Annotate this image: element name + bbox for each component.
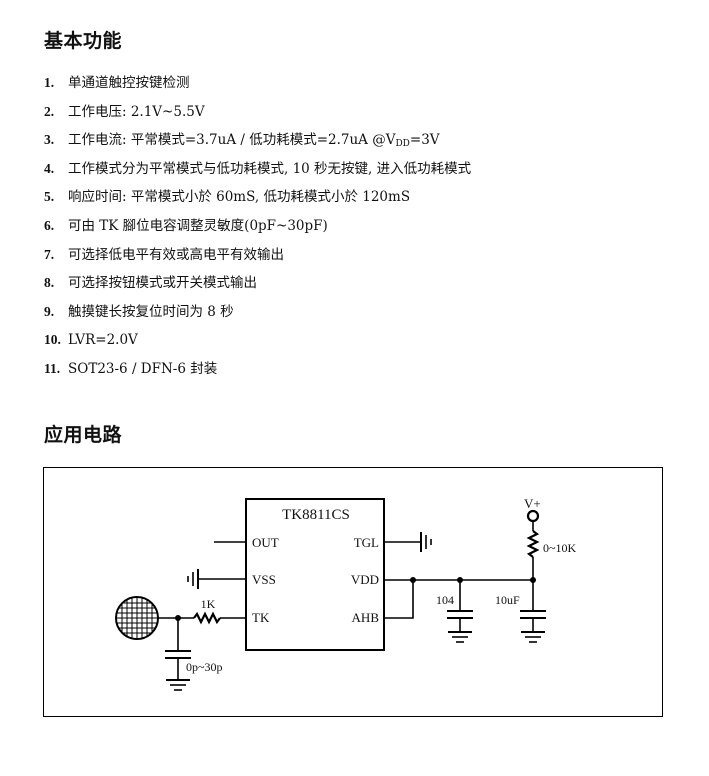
item-number: 5. — [44, 189, 55, 205]
item-text: 工作电压: 2.1V~5.5V — [68, 103, 205, 120]
circuit-diagram-frame — [43, 467, 663, 717]
list-item: 10. LVR=2.0V — [44, 329, 471, 358]
ground-icon — [187, 569, 199, 589]
pin-vss-label: VSS — [252, 572, 276, 587]
ground-icon — [448, 631, 472, 643]
touch-pad-icon — [115, 596, 159, 640]
item-text: 触摸键长按复位时间为 8 秒 — [68, 303, 234, 320]
ground-icon — [521, 631, 545, 643]
capacitor-icon — [165, 650, 191, 659]
ahb-wire — [384, 580, 414, 619]
resistor-icon — [526, 530, 540, 558]
item-number: 1. — [44, 75, 55, 90]
pin-tk-label: TK — [252, 610, 270, 625]
item-text: 可选择低电平有效或高电平有效输出 — [68, 246, 284, 263]
resistor-1k-label: 1K — [201, 597, 216, 611]
item-number: 2. — [44, 103, 55, 119]
cap-104-label: 104 — [436, 593, 454, 607]
item-number: 7. — [44, 246, 55, 262]
list-item: 2. 工作电压: 2.1V~5.5V — [44, 101, 471, 130]
vdd-subscript: DD — [395, 139, 410, 150]
cap-10uf-label: 10uF — [495, 593, 520, 607]
list-item: 9. 触摸键长按复位时间为 8 秒 — [44, 301, 471, 330]
list-item: 3. 工作电流: 平常模式=3.7uA / 低功耗模式=2.7uA @VDD=3V — [44, 129, 471, 158]
item-text: LVR=2.0V — [68, 332, 138, 349]
vplus-terminal-icon — [526, 509, 540, 523]
list-item: 6. 可由 TK 腳位电容调整灵敏度(0pF~30pF) — [44, 215, 471, 244]
section-title-basic-functions: 基本功能 — [44, 30, 123, 52]
cap-tk-label: 0p~30p — [186, 660, 223, 674]
junction-dots — [175, 577, 536, 621]
vplus-label: V+ — [524, 496, 541, 511]
list-item: 11. SOT23-6 / DFN-6 封装 — [44, 358, 471, 387]
list-item: 4. 工作模式分为平常模式与低功耗模式, 10 秒无按键, 进入低功耗模式 — [44, 158, 471, 187]
resistor-icon — [193, 611, 221, 625]
list-item: 1. 单通道触控按键检测 — [44, 72, 471, 101]
item-number: 3. — [44, 132, 55, 148]
item-text-part: =3V — [409, 132, 440, 149]
feature-list: 1. 单通道触控按键检测 2. 工作电压: 2.1V~5.5V 3. 工作电流: 平常… — [44, 72, 471, 387]
item-number: 11. — [44, 360, 61, 376]
pin-tgl-label: TGL — [354, 535, 379, 550]
pin-out-label: OUT — [252, 535, 279, 550]
item-text: 单通道触控按键检测 — [68, 75, 190, 91]
item-number: 9. — [44, 303, 55, 319]
capacitor-icon — [520, 610, 546, 619]
chip-name-label: TK8811CS — [282, 507, 350, 523]
list-item: 8. 可选择按钮模式或开关模式输出 — [44, 272, 471, 301]
item-text: 工作模式分为平常模式与低功耗模式, 10 秒无按键, 进入低功耗模式 — [68, 160, 472, 177]
list-item: 5. 响应时间: 平常模式小於 60mS, 低功耗模式小於 120mS — [44, 186, 471, 215]
item-text: 可选择按钮模式或开关模式输出 — [68, 275, 257, 292]
resistor-vplus-label: 0~10K — [543, 541, 576, 555]
item-text: 工作电流: 平常模式=3.7uA / 低功耗模式=2.7uA @VDD=3V — [68, 129, 440, 155]
item-number: 6. — [44, 217, 55, 233]
ground-icon — [420, 532, 432, 552]
item-number: 4. — [44, 160, 55, 176]
pin-vdd-label: VDD — [351, 572, 379, 587]
item-text: 响应时间: 平常模式小於 60mS, 低功耗模式小於 120mS — [68, 189, 411, 206]
item-number: 10. — [44, 332, 61, 348]
pin-ahb-label: AHB — [352, 610, 380, 625]
list-item: 7. 可选择低电平有效或高电平有效输出 — [44, 244, 471, 273]
ic-chip-body — [245, 498, 385, 651]
item-text-part: 工作电流: 平常模式=3.7uA / 低功耗模式=2.7uA @V — [68, 132, 396, 149]
capacitor-icon — [447, 610, 473, 619]
section-title-application-circuit: 应用电路 — [44, 424, 123, 446]
item-text: SOT23-6 / DFN-6 封装 — [68, 360, 218, 377]
item-number: 8. — [44, 275, 55, 291]
ground-icon — [166, 679, 190, 691]
item-text: 可由 TK 腳位电容调整灵敏度(0pF~30pF) — [68, 217, 328, 234]
